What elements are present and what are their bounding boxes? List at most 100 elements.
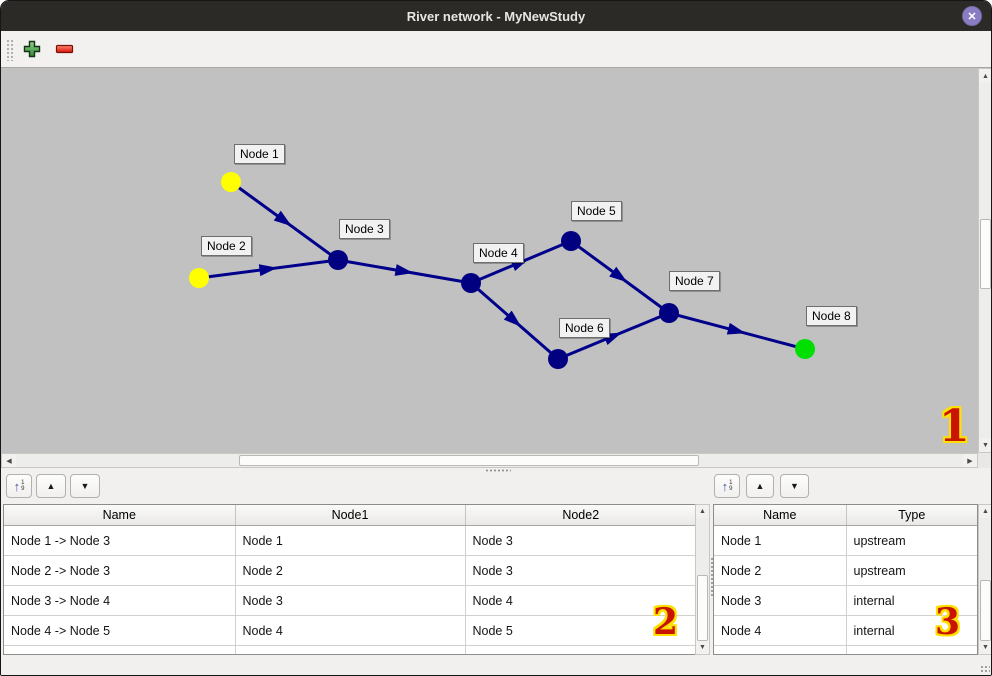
- column-header[interactable]: Name: [4, 505, 236, 526]
- node-label: Node 3: [339, 219, 390, 239]
- table-cell[interactable]: Node 4 -> Node 5: [4, 615, 236, 646]
- close-button[interactable]: ✕: [962, 6, 982, 26]
- canvas-horizontal-scrollbar[interactable]: ◀ ▶: [1, 453, 978, 468]
- graph-node-n2[interactable]: [189, 268, 209, 288]
- edges-scroll-thumb[interactable]: [697, 575, 708, 641]
- scroll-down-icon[interactable]: ▼: [979, 641, 991, 654]
- minus-icon: [55, 44, 74, 54]
- graph-node-n1[interactable]: [221, 172, 241, 192]
- horizontal-splitter[interactable]: [1, 468, 991, 473]
- table-cell[interactable]: Node 2: [714, 555, 847, 586]
- graph-node-n5[interactable]: [561, 231, 581, 251]
- annotation-2: 2: [653, 601, 679, 643]
- add-button[interactable]: [20, 37, 44, 61]
- scroll-up-icon[interactable]: ▲: [696, 505, 709, 518]
- graph-node-n4[interactable]: [461, 273, 481, 293]
- graph-node-n3[interactable]: [328, 250, 348, 270]
- sort-one-glyph: 1: [21, 480, 25, 486]
- node-move-down-button[interactable]: ▼: [780, 474, 809, 498]
- table-cell[interactable]: internal: [846, 585, 977, 616]
- table-cell[interactable]: internal: [846, 615, 977, 646]
- window-title: River network - MyNewStudy: [406, 8, 586, 24]
- titlebar[interactable]: River network - MyNewStudy ✕: [1, 1, 991, 31]
- table-row: [4, 645, 695, 654]
- table-cell[interactable]: Node 1: [235, 525, 466, 556]
- river-network-graph: [189, 172, 815, 369]
- edge-move-down-button[interactable]: ▼: [70, 474, 100, 498]
- scroll-down-icon[interactable]: ▼: [979, 438, 991, 452]
- table-cell[interactable]: Node 2: [235, 555, 466, 586]
- nodes-scroll-thumb[interactable]: [980, 580, 991, 641]
- table-cell[interactable]: Node 5: [465, 615, 695, 646]
- node-label: Node 7: [669, 271, 720, 291]
- table-cell[interactable]: Node 3: [465, 555, 695, 586]
- edge-arrow-icon: [726, 322, 746, 335]
- edge-move-up-button[interactable]: ▲: [36, 474, 66, 498]
- column-header[interactable]: Type: [846, 505, 977, 526]
- edge-arrow-icon: [503, 310, 522, 327]
- table-cell[interactable]: Node 3: [714, 585, 847, 616]
- canvas-hscroll-thumb[interactable]: [239, 455, 699, 466]
- table-cell[interactable]: Node 3: [465, 525, 695, 556]
- column-header[interactable]: Node1: [235, 505, 466, 526]
- sort-nine-glyph: 9: [21, 486, 25, 492]
- remove-button[interactable]: [53, 37, 77, 61]
- scroll-left-icon[interactable]: ◀: [2, 454, 16, 467]
- toolbar: [1, 31, 991, 68]
- table-cell[interactable]: Node 2 -> Node 3: [4, 555, 236, 586]
- vertical-splitter[interactable]: [710, 557, 714, 597]
- table-cell[interactable]: Node 1 -> Node 3: [4, 525, 236, 556]
- edges-table-scrollbar[interactable]: ▲ ▼: [695, 504, 710, 655]
- table-cell[interactable]: Node 4: [465, 585, 695, 616]
- annotation-1: 1: [939, 401, 970, 452]
- scroll-up-icon[interactable]: ▲: [979, 505, 991, 518]
- status-strip: [1, 655, 991, 675]
- node-label: Node 8: [806, 306, 857, 326]
- table-cell[interactable]: Node 3: [235, 585, 466, 616]
- scroll-up-icon[interactable]: ▲: [979, 69, 991, 83]
- canvas-vertical-scrollbar[interactable]: ▲ ▼: [978, 68, 991, 453]
- node-move-up-button[interactable]: ▲: [746, 474, 774, 498]
- node-label: Node 4: [473, 243, 524, 263]
- node-label: Node 6: [559, 318, 610, 338]
- table-cell[interactable]: Node 1: [714, 525, 847, 556]
- sort-one-glyph: 1: [729, 480, 733, 486]
- table-cell[interactable]: upstream: [846, 555, 977, 586]
- graph-node-n7[interactable]: [659, 303, 679, 323]
- graph-node-n6[interactable]: [548, 349, 568, 369]
- scroll-right-icon[interactable]: ▶: [963, 454, 977, 467]
- splitter-handle[interactable]: [485, 469, 511, 472]
- edges-table-header[interactable]: Name Node1 Node2: [4, 505, 695, 526]
- column-header[interactable]: Node2: [465, 505, 695, 526]
- column-header[interactable]: Name: [714, 505, 847, 526]
- node-label: Node 1: [234, 144, 285, 164]
- table-cell: [714, 645, 847, 654]
- nodes-table-header[interactable]: Name Type: [714, 505, 977, 526]
- table-cell[interactable]: Node 3 -> Node 4: [4, 585, 236, 616]
- scroll-down-icon[interactable]: ▼: [696, 641, 709, 654]
- graph-node-n8[interactable]: [795, 339, 815, 359]
- table-cell[interactable]: Node 4: [235, 615, 466, 646]
- toolbar-drag-handle[interactable]: [6, 39, 14, 61]
- nodes-table-scrollbar[interactable]: ▲ ▼: [978, 504, 991, 655]
- resize-grip[interactable]: [980, 665, 990, 674]
- table-cell[interactable]: Node 4: [714, 615, 847, 646]
- up-triangle-icon: ▲: [46, 481, 56, 491]
- table-cell[interactable]: upstream: [846, 525, 977, 556]
- canvas-vscroll-thumb[interactable]: [980, 219, 991, 289]
